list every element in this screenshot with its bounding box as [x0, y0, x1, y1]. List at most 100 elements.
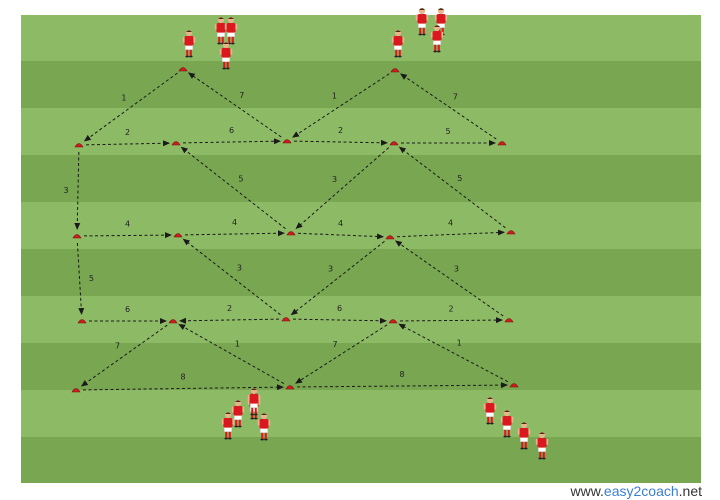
pass-order-label: 3: [332, 175, 337, 184]
pass-arrow: [187, 72, 282, 138]
pass-order-label: 4: [232, 218, 237, 227]
pass-order-label: 3: [454, 265, 459, 274]
player-group-bottom-right: [483, 396, 549, 460]
pass-order-label: 4: [338, 219, 343, 228]
cone-marker: [388, 319, 398, 324]
pitch-stripe: [20, 437, 702, 485]
brand-suffix: .net: [678, 483, 702, 499]
pass-arrow: [83, 72, 178, 142]
pass-arrow: [80, 324, 168, 387]
player-figure: [182, 29, 196, 58]
pass-order-label: 7: [115, 342, 120, 351]
pass-arrow: [180, 146, 286, 230]
pass-arrow: [182, 238, 281, 316]
pass-arrow: [398, 146, 506, 229]
cone-marker: [509, 383, 519, 388]
pass-order-label: 1: [235, 340, 240, 349]
brand-prefix: www.: [570, 483, 604, 499]
cone-marker: [506, 230, 516, 235]
pitch-stripe: [20, 296, 702, 344]
pass-arrow: [399, 73, 497, 140]
cones: [71, 67, 519, 393]
player-figure: [415, 7, 429, 36]
pass-arrow: [295, 324, 388, 384]
pass-order-label: 4: [125, 220, 130, 229]
cone-marker: [389, 141, 399, 146]
pass-arrow: [82, 384, 285, 391]
pitch-stripe: [20, 343, 702, 391]
cone-marker: [390, 68, 400, 73]
pass-order-label: 5: [457, 174, 462, 183]
brand-name: easy2coach: [603, 483, 679, 499]
player-figure: [391, 29, 405, 58]
pass-arrow: [399, 317, 504, 324]
pass-order-label: 6: [337, 304, 342, 313]
cone-marker: [173, 233, 183, 238]
pass-arrow: [296, 382, 509, 389]
player-figure: [517, 421, 531, 450]
cone-marker: [178, 67, 188, 72]
pitch-stripe: [20, 14, 702, 62]
pass-order-label: 5: [238, 175, 243, 184]
cone-marker: [497, 141, 507, 146]
pitch-stripe: [20, 249, 702, 297]
player-group-top-left: [182, 16, 238, 70]
pass-arrow: [295, 147, 390, 230]
pitch-stripe: [20, 155, 702, 203]
pass-arrow: [292, 73, 390, 138]
pass-arrow: [85, 140, 171, 147]
pass-order-label: 1: [121, 93, 126, 102]
pass-arrow: [184, 230, 286, 237]
pass-order-label: 7: [239, 91, 244, 100]
player-figure: [430, 24, 444, 53]
pass-order-label: 8: [180, 373, 185, 382]
pass-order-label: 2: [227, 304, 232, 313]
player-figure: [500, 409, 514, 438]
player-group-bottom-left: [221, 387, 271, 441]
brand-watermark: www.easy2coach.net: [570, 483, 702, 499]
pass-order-label: 2: [448, 305, 453, 314]
pass-arrow: [76, 242, 85, 316]
pass-arrow: [74, 151, 81, 231]
pass-order-label: 4: [448, 219, 453, 228]
player-group-top-right: [391, 7, 448, 58]
cone-marker: [171, 141, 181, 146]
cone-marker: [285, 385, 295, 390]
cone-marker: [168, 319, 178, 324]
cone-marker: [281, 317, 291, 322]
pass-order-label: 8: [399, 370, 404, 379]
pass-arrow: [83, 232, 173, 239]
pitch-border: [19, 13, 703, 485]
cone-marker: [74, 143, 84, 148]
pass-order-label: 7: [453, 93, 458, 102]
player-figure: [221, 411, 235, 440]
pitch-stripe: [20, 202, 702, 250]
pass-arrow: [178, 317, 280, 324]
cone-marker: [286, 231, 296, 236]
pass-order-label: 1: [457, 338, 462, 347]
pass-arrow: [293, 139, 389, 146]
cone-marker: [282, 139, 292, 144]
pass-order-label: 6: [229, 126, 234, 135]
pitch-stripe: [20, 390, 702, 438]
player-figure: [231, 399, 245, 428]
pass-order-label: 5: [445, 127, 450, 136]
soccer-pitch: [19, 13, 703, 485]
player-figure: [483, 396, 497, 425]
player-figure: [224, 16, 238, 45]
cone-marker: [72, 234, 82, 239]
player-figure: [214, 16, 228, 45]
player-figure: [247, 387, 261, 416]
pass-order-label: 2: [125, 128, 130, 137]
players: [182, 7, 549, 460]
cone-marker: [71, 388, 81, 393]
cone-marker: [504, 318, 514, 323]
pass-order-label: 7: [332, 340, 337, 349]
pitch-stripe: [20, 108, 702, 156]
pass-arrow: [398, 323, 509, 383]
cone-marker: [385, 235, 395, 240]
pass-arrow: [292, 317, 388, 324]
player-figure: [535, 431, 549, 460]
